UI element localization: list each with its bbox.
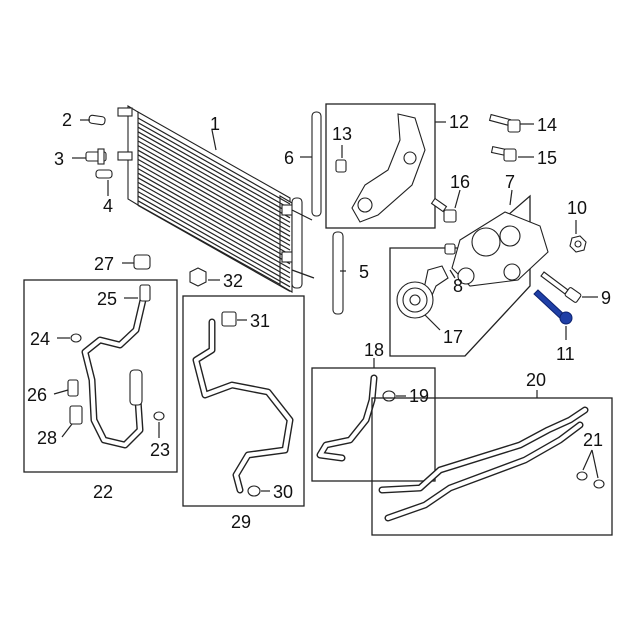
bolt-part-14[interactable] bbox=[488, 113, 521, 133]
valve-part-31[interactable] bbox=[221, 311, 237, 327]
oring-part-24[interactable] bbox=[70, 333, 82, 343]
condenser-part-1[interactable] bbox=[117, 105, 315, 293]
callout-4[interactable]: 4 bbox=[103, 196, 113, 216]
leader-lines bbox=[53, 119, 599, 492]
condenser-fin bbox=[137, 172, 291, 260]
callout-27-28[interactable]: 28 bbox=[37, 428, 57, 448]
callout-20[interactable]: 20 bbox=[526, 370, 546, 390]
hose-part-22[interactable] bbox=[81, 296, 147, 449]
callout-32[interactable]: 32 bbox=[223, 271, 243, 291]
clutch-part-17[interactable] bbox=[396, 281, 434, 319]
condenser-fin bbox=[137, 135, 291, 223]
tube-box-20 bbox=[371, 397, 613, 536]
condenser-fin bbox=[137, 158, 291, 246]
hose-part-29[interactable] bbox=[192, 318, 294, 494]
condenser-fin bbox=[137, 191, 291, 279]
condenser-fin bbox=[137, 200, 291, 288]
cap-part-26[interactable] bbox=[67, 379, 79, 397]
condenser-fin bbox=[137, 145, 291, 233]
oring-part-30[interactable] bbox=[247, 485, 261, 497]
condenser-fin bbox=[137, 140, 291, 228]
callout-6[interactable]: 6 bbox=[284, 148, 294, 168]
callout-18[interactable]: 18 bbox=[364, 340, 384, 360]
nut-part-10[interactable] bbox=[569, 235, 587, 253]
nut-part-32[interactable] bbox=[189, 267, 207, 287]
bolt-part-16[interactable] bbox=[430, 197, 457, 223]
callout-1[interactable]: 1 bbox=[210, 114, 220, 134]
fitting-part-2[interactable] bbox=[88, 114, 106, 126]
drier-part-5[interactable] bbox=[332, 231, 344, 315]
callout-21[interactable]: 21 bbox=[583, 430, 603, 450]
callout-23[interactable]: 23 bbox=[150, 440, 170, 460]
condenser-fin bbox=[137, 163, 291, 251]
oring-part-23[interactable] bbox=[153, 411, 165, 421]
callout-3[interactable]: 3 bbox=[54, 149, 64, 169]
cap-part-27[interactable] bbox=[133, 254, 151, 270]
condenser-fin bbox=[137, 154, 291, 242]
bracket-box bbox=[325, 103, 436, 229]
callout-30[interactable]: 30 bbox=[273, 482, 293, 502]
callout-29[interactable]: 29 bbox=[231, 512, 251, 532]
callout-31[interactable]: 31 bbox=[250, 311, 270, 331]
callout-14[interactable]: 14 bbox=[537, 115, 557, 135]
callout-27[interactable]: 27 bbox=[94, 254, 114, 274]
valve-part-3[interactable] bbox=[85, 148, 107, 165]
callout-12[interactable]: 12 bbox=[449, 112, 469, 132]
condenser-fin bbox=[137, 195, 291, 283]
hose-box-22 bbox=[23, 279, 178, 473]
callout-8[interactable]: 8 bbox=[453, 276, 463, 296]
callout-10[interactable]: 10 bbox=[567, 198, 587, 218]
oring-part-19[interactable] bbox=[382, 390, 396, 402]
condenser-fin bbox=[137, 204, 291, 292]
callout-25[interactable]: 25 bbox=[97, 289, 117, 309]
callout-22[interactable]: 22 bbox=[93, 482, 113, 502]
callout-26[interactable]: 26 bbox=[27, 385, 47, 405]
callout-17[interactable]: 17 bbox=[443, 327, 463, 347]
sensor-part-28[interactable] bbox=[69, 405, 83, 425]
valve-part-25[interactable] bbox=[139, 284, 151, 302]
condenser-fin bbox=[137, 117, 291, 205]
callout-16[interactable]: 16 bbox=[450, 172, 470, 192]
callout-7[interactable]: 7 bbox=[505, 172, 515, 192]
callout-19[interactable]: 19 bbox=[409, 386, 429, 406]
condenser-fin bbox=[137, 181, 291, 269]
oring-part-21[interactable] bbox=[576, 471, 605, 489]
callout-11[interactable]: 11 bbox=[556, 344, 575, 364]
plug-part-4[interactable] bbox=[95, 169, 113, 179]
condenser-fin bbox=[137, 126, 291, 214]
condenser-fin bbox=[137, 131, 291, 219]
tube-part-18[interactable] bbox=[316, 374, 378, 462]
condenser-fin bbox=[137, 168, 291, 256]
compressor-part-7[interactable] bbox=[451, 211, 549, 287]
tube-part-20[interactable] bbox=[378, 406, 589, 522]
callout-labels: 1 2 3 4 5 6 7 8 9 10 11 12 13 14 15 16 1… bbox=[27, 110, 611, 532]
stud-part-13[interactable] bbox=[335, 159, 347, 173]
callout-13[interactable]: 13 bbox=[332, 124, 352, 144]
condenser-fin bbox=[137, 122, 291, 210]
bolt-part-11[interactable] bbox=[533, 289, 573, 325]
bolt-part-9[interactable] bbox=[540, 271, 582, 303]
callout-2[interactable]: 2 bbox=[62, 110, 72, 130]
condenser-fin bbox=[137, 186, 291, 274]
callout-9[interactable]: 9 bbox=[601, 288, 611, 308]
callout-5[interactable]: 5 bbox=[359, 262, 369, 282]
callout-15[interactable]: 15 bbox=[537, 148, 557, 168]
bolt-part-15[interactable] bbox=[490, 145, 517, 162]
hose-box-29 bbox=[182, 295, 305, 507]
callout-24[interactable]: 24 bbox=[30, 329, 50, 349]
bracket-part-12[interactable] bbox=[351, 113, 426, 223]
seal-strip-part-6[interactable] bbox=[311, 111, 322, 217]
condenser-fin bbox=[137, 177, 291, 265]
condenser-fin bbox=[137, 149, 291, 237]
